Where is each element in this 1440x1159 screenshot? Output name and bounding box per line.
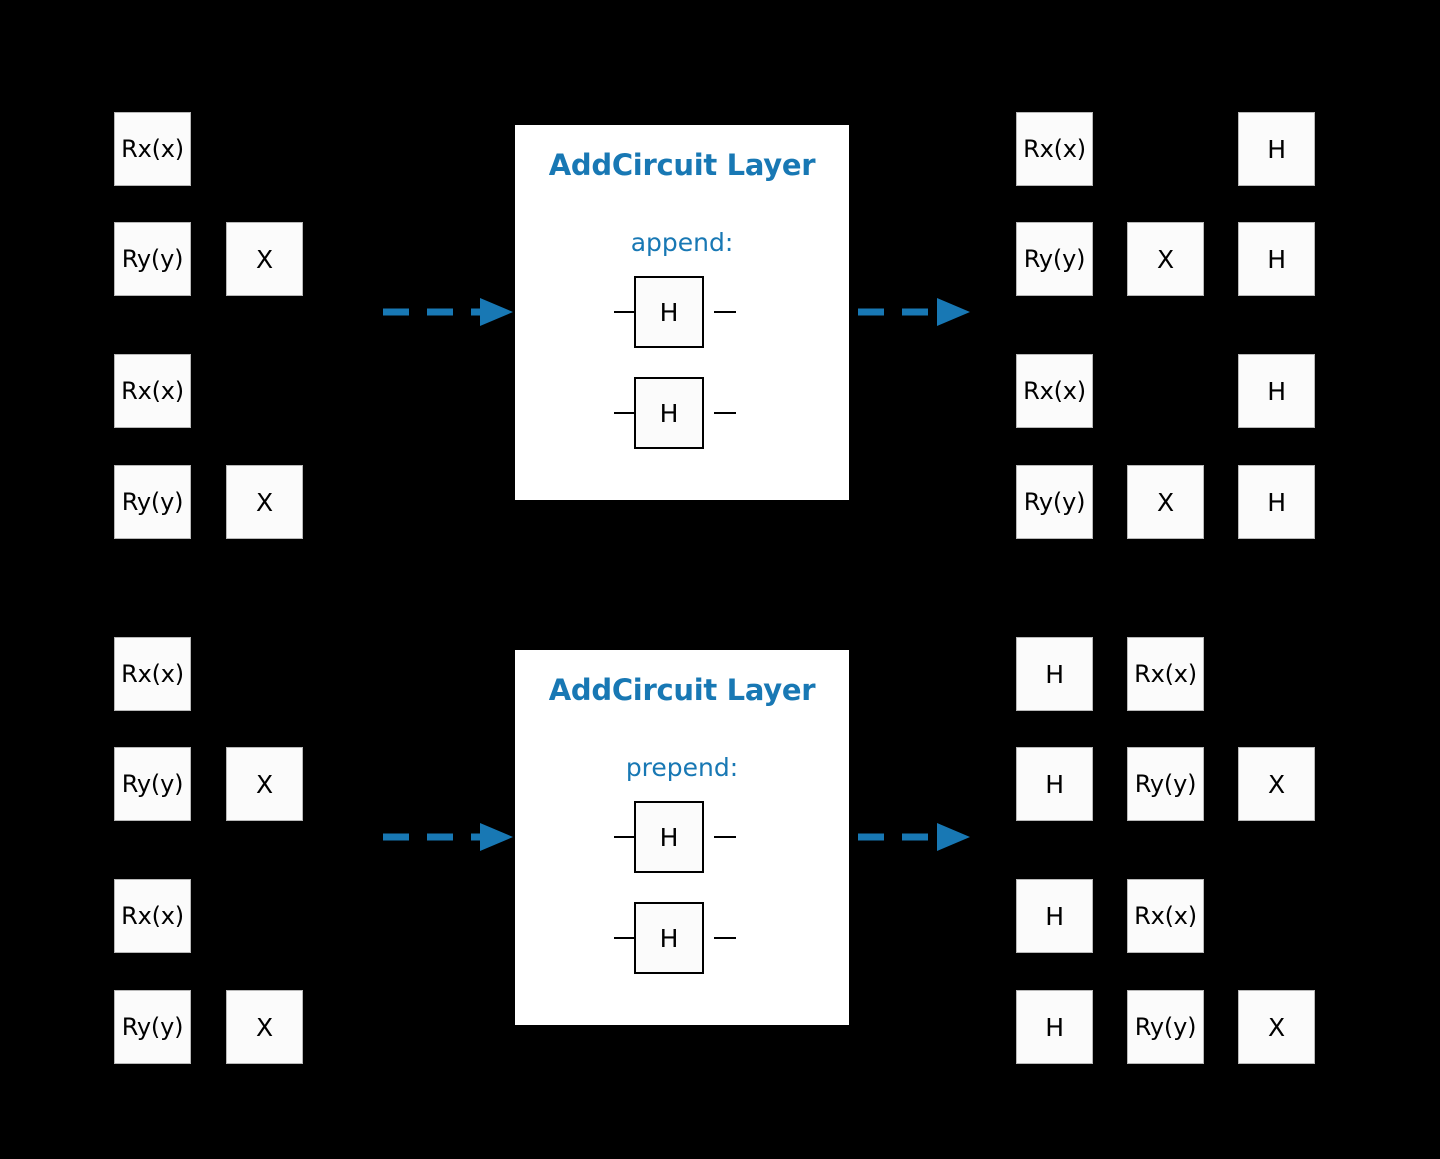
layer-subcircuit-wire-0: H (614, 801, 736, 873)
gate-rx[interactable]: Rx(x) (114, 112, 191, 186)
layer-subcircuit-wire-1: H (614, 377, 736, 449)
addcircuit-layer-panel-append[interactable]: AddCircuit Layer append: H H (515, 125, 849, 500)
arrow-layer-to-output (855, 820, 973, 854)
layer-mode-label: prepend: (625, 753, 739, 782)
gate-h[interactable]: H (1238, 112, 1315, 186)
wire-line-right (714, 836, 736, 838)
gate-ry[interactable]: Ry(y) (114, 222, 191, 296)
gate-ry[interactable]: Ry(y) (1127, 990, 1204, 1064)
gate-h[interactable]: H (634, 276, 704, 348)
gate-x[interactable]: X (1238, 990, 1315, 1064)
layer-title: AddCircuit Layer (548, 148, 816, 182)
layer-title: AddCircuit Layer (548, 673, 816, 707)
layer-mode-label: append: (630, 228, 734, 257)
gate-x[interactable]: X (1127, 222, 1204, 296)
gate-x[interactable]: X (226, 465, 303, 539)
gate-ry[interactable]: Ry(y) (114, 990, 191, 1064)
wire-line-left (614, 311, 636, 313)
wire-line-left (614, 412, 636, 414)
gate-h[interactable]: H (1016, 747, 1093, 821)
gate-x[interactable]: X (1127, 465, 1204, 539)
gate-h[interactable]: H (1238, 222, 1315, 296)
gate-x[interactable]: X (226, 222, 303, 296)
gate-ry[interactable]: Ry(y) (1016, 465, 1093, 539)
wire-line-right (714, 412, 736, 414)
gate-rx[interactable]: Rx(x) (1127, 637, 1204, 711)
wire-line-right (714, 311, 736, 313)
wire-line-left (614, 937, 636, 939)
gate-ry[interactable]: Ry(y) (1127, 747, 1204, 821)
gate-rx[interactable]: Rx(x) (1016, 354, 1093, 428)
gate-rx[interactable]: Rx(x) (1127, 879, 1204, 953)
gate-x[interactable]: X (226, 747, 303, 821)
gate-h[interactable]: H (1016, 879, 1093, 953)
gate-x[interactable]: X (226, 990, 303, 1064)
gate-h[interactable]: H (1016, 990, 1093, 1064)
gate-rx[interactable]: Rx(x) (114, 354, 191, 428)
arrow-input-to-layer (380, 295, 515, 329)
gate-rx[interactable]: Rx(x) (1016, 112, 1093, 186)
gate-ry[interactable]: Ry(y) (114, 747, 191, 821)
gate-h[interactable]: H (1016, 637, 1093, 711)
wire-line-right (714, 937, 736, 939)
gate-ry[interactable]: Ry(y) (114, 465, 191, 539)
gate-h[interactable]: H (634, 902, 704, 974)
section-append: Rx(x) Ry(y) X Rx(x) Ry(y) X AddCircuit L… (0, 0, 1440, 560)
arrow-input-to-layer (380, 820, 515, 854)
gate-h[interactable]: H (1238, 465, 1315, 539)
gate-h[interactable]: H (1238, 354, 1315, 428)
layer-subcircuit-wire-0: H (614, 276, 736, 348)
wire-line-left (614, 836, 636, 838)
layer-subcircuit-wire-1: H (614, 902, 736, 974)
gate-rx[interactable]: Rx(x) (114, 879, 191, 953)
gate-rx[interactable]: Rx(x) (114, 637, 191, 711)
gate-ry[interactable]: Ry(y) (1016, 222, 1093, 296)
addcircuit-layer-panel-prepend[interactable]: AddCircuit Layer prepend: H H (515, 650, 849, 1025)
gate-h[interactable]: H (634, 377, 704, 449)
gate-x[interactable]: X (1238, 747, 1315, 821)
arrow-layer-to-output (855, 295, 973, 329)
gate-h[interactable]: H (634, 801, 704, 873)
